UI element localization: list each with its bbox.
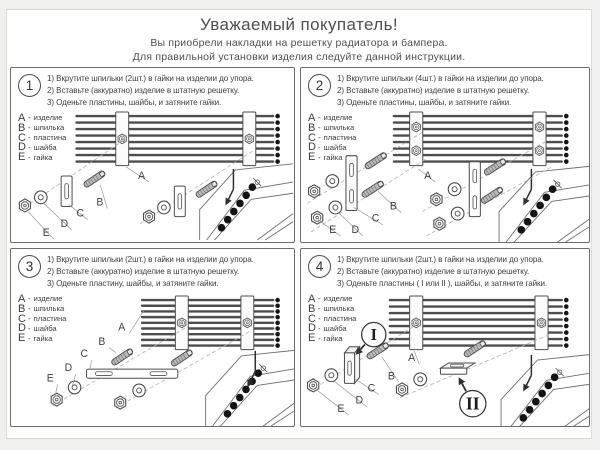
part-label-B: B <box>388 370 395 382</box>
legend-item: A-изделие <box>18 111 63 124</box>
part-label-D: D <box>65 362 73 374</box>
parts-legend: A-изделие B-шпилька C-пластина D-шайба E… <box>18 111 67 164</box>
part-label-B: B <box>390 200 397 212</box>
part-label-E: E <box>337 403 344 415</box>
panel-grid: 1 1) Вкрутите шпильки (2шт.) в гайки на … <box>10 67 590 427</box>
legend-item: D-шайба <box>18 141 57 154</box>
part-label-A: A <box>408 352 416 364</box>
part-label-A: A <box>424 170 432 182</box>
instruction-step: 1) Вкрутите шпильки (4шт.) в гайки на из… <box>337 74 544 83</box>
part-label-D: D <box>352 224 360 236</box>
part-label-B: B <box>98 336 105 348</box>
legend-item: C-пластина <box>18 131 67 144</box>
page-title: Уважаемый покупатель! <box>199 15 398 34</box>
panel-number: 1 <box>25 78 34 93</box>
panel-number-circle: 3 <box>18 255 41 278</box>
instruction-steps: 1) Вкрутите шпильки (2шт.) в гайки на из… <box>47 254 254 290</box>
part-label-C: C <box>368 382 376 394</box>
plate-type-label-II: II <box>466 394 480 414</box>
subtitle-line-1: Вы приобрели накладки на решетку радиато… <box>150 37 448 49</box>
parts-legend: A-изделие B-шпилька C-пластина D-шайба E… <box>18 292 67 345</box>
instruction-step: 1) Вкрутите шпильки (2шт.) в гайки на из… <box>47 255 254 264</box>
legend-item: C-пластина <box>18 312 67 325</box>
instruction-step: 2) Вставьте (аккуратно) изделие в штатну… <box>47 86 240 96</box>
legend-item: D-шайба <box>18 322 57 335</box>
instruction-steps: 1) Вкрутите шпильки (4шт.) в гайки на из… <box>337 73 544 109</box>
panel-number: 3 <box>25 259 34 274</box>
instruction-step: 2) Вставьте (аккуратно) изделие в штатну… <box>337 267 530 277</box>
instruction-step: 1) Вкрутите шпильки (2шт.) в гайки на из… <box>337 255 544 264</box>
parts-legend: A-изделие B-шпилька C-пластина D-шайба E… <box>308 292 357 345</box>
instruction-step: 3) Оденьте пластины ( I или II ), шайбы,… <box>337 279 548 289</box>
part-label-C: C <box>372 213 380 225</box>
part-label-A: A <box>138 170 145 182</box>
part-label-C: C <box>81 348 89 360</box>
panel-number-circle: 1 <box>18 74 41 97</box>
part-label-C: C <box>77 208 85 220</box>
legend-item: A-изделие <box>18 292 63 305</box>
part-label-D: D <box>61 218 69 230</box>
subtitle-line-2: Для правильной установки изделия следуйт… <box>132 50 466 63</box>
panel-2: 2 1) Вкрутите шпильки (4шт.) в гайки на … <box>300 67 590 243</box>
plate-type-label-I: I <box>371 325 377 344</box>
part-label-D: D <box>356 395 364 407</box>
part-label-A: A <box>118 321 125 333</box>
panel-illustration: A BCD E <box>306 111 589 242</box>
legend-item: C-пластина <box>308 312 357 325</box>
legend-item: A-изделие <box>308 111 353 124</box>
part-label-E: E <box>47 372 54 384</box>
legend-item: B-шпилька <box>18 121 65 134</box>
panel-3: 3 1) Вкрутите шпильки (2шт.) в гайки на … <box>10 248 295 427</box>
instruction-step: 2) Вставьте (аккуратно) изделие в штатну… <box>47 267 240 277</box>
panel-4: 4 1) Вкрутите шпильки (2шт.) в гайки на … <box>300 248 590 427</box>
legend-item: E-гайка <box>308 332 343 345</box>
instruction-step: 3) Оденьте пластины, шайбы, и затяните г… <box>337 98 512 108</box>
legend-item: C-пластина <box>308 131 357 144</box>
part-label-E: E <box>329 224 336 236</box>
instruction-steps: 1) Вкрутите шпильки (2шт.) в гайки на из… <box>337 254 547 290</box>
panel-number: 2 <box>315 78 324 93</box>
panel-number-circle: 2 <box>308 74 331 97</box>
legend-item: D-шайба <box>308 322 347 335</box>
panel-number: 4 <box>315 259 324 274</box>
instruction-step: 2) Вставьте (аккуратно) изделие в штатну… <box>337 86 530 96</box>
part-label-B: B <box>96 196 103 208</box>
instruction-step: 1) Вкрутите шпильки (2шт.) в гайки на из… <box>47 74 254 83</box>
legend-item: A-изделие <box>308 292 353 305</box>
instruction-sheet: Уважаемый покупатель! Вы приобрели накла… <box>6 9 592 439</box>
parts-legend: A-изделие B-шпилька C-пластина D-шайба E… <box>308 111 357 164</box>
legend-item: E-гайка <box>18 332 53 345</box>
legend-item: B-шпилька <box>18 302 65 315</box>
part-label-E: E <box>43 227 50 239</box>
panel-number-circle: 4 <box>308 255 331 278</box>
instruction-step: 3) Оденьте пластины, шайбы, и затяните г… <box>47 98 222 108</box>
legend-item: D-шайба <box>308 141 347 154</box>
legend-item: E-гайка <box>308 151 343 164</box>
panel-1: 1 1) Вкрутите шпильки (2шт.) в гайки на … <box>10 67 295 243</box>
legend-item: E-гайка <box>18 151 53 164</box>
instruction-steps: 1) Вкрутите шпильки (2шт.) в гайки на из… <box>47 73 254 109</box>
header: Уважаемый покупатель! Вы приобрели накла… <box>7 10 591 64</box>
legend-item: B-шпилька <box>308 302 355 315</box>
legend-item: B-шпилька <box>308 121 355 134</box>
instruction-step: 3) Оденьте пластину, шайбы, и затяните г… <box>47 279 219 289</box>
